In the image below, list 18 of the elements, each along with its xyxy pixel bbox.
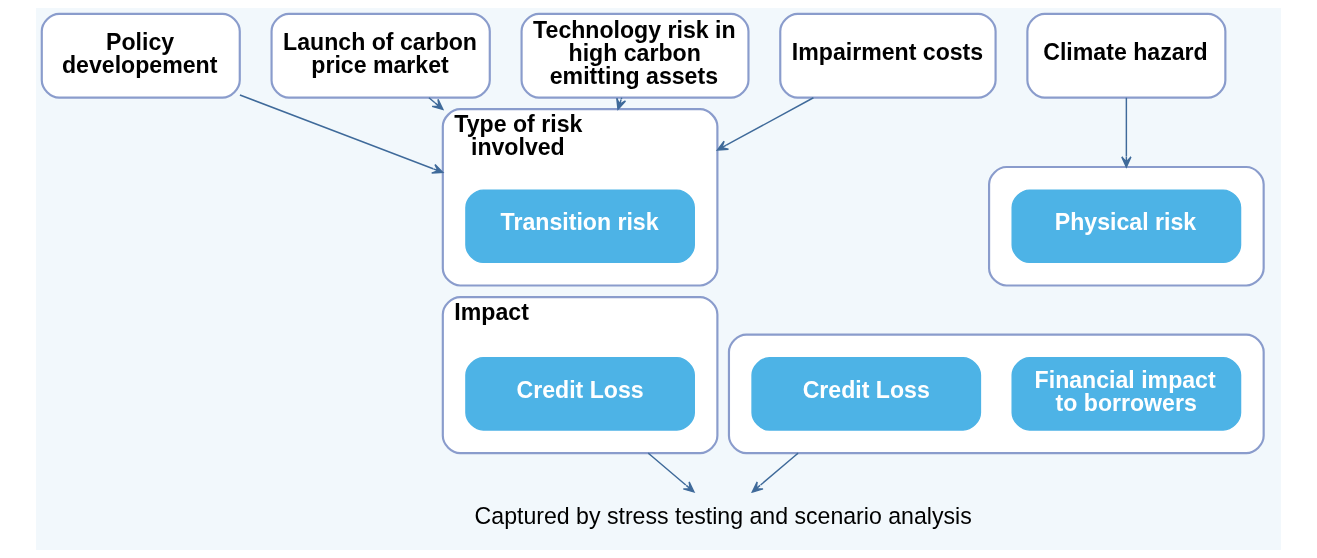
arrow <box>716 97 815 151</box>
arrow <box>428 97 444 111</box>
arrow <box>239 94 444 174</box>
node-box: Climate hazard <box>1026 12 1227 99</box>
cluster <box>727 333 1265 455</box>
node-box: Transition risk <box>465 189 695 264</box>
node-box: Impairment costs <box>779 12 997 99</box>
cluster <box>988 165 1265 287</box>
node-box: Launch of carbon price market <box>270 12 491 99</box>
arrow <box>751 452 799 493</box>
node-box: Credit Loss <box>751 357 982 431</box>
node-box: Financial impact to borrowers <box>1011 357 1242 431</box>
arrow <box>647 452 695 493</box>
node-text: Captured by stress testing and scenario analysis <box>474 502 972 529</box>
node-box: Credit Loss <box>465 357 695 431</box>
node-box: Policy developement <box>40 12 241 99</box>
arrow <box>1121 97 1132 168</box>
node-box: Physical risk <box>1011 189 1242 264</box>
